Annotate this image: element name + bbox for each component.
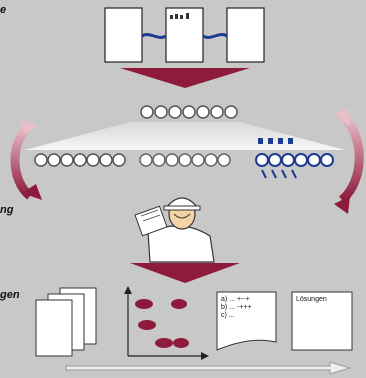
label-lower-left: gen xyxy=(0,289,20,301)
left-cycle-arrow xyxy=(10,122,34,200)
result-line-c: c) ... xyxy=(221,312,235,319)
label-top-left: e xyxy=(0,4,7,16)
down-arrow-2 xyxy=(130,263,240,283)
bottom-arrow xyxy=(65,361,352,375)
solutions-title: Lösungen xyxy=(296,296,327,303)
result-lines: a) ... +--+ b) ... -+++ c) ... xyxy=(221,296,252,320)
chain-top xyxy=(140,105,238,119)
solutions-page-shape xyxy=(291,291,353,351)
label-middle-left: ng xyxy=(0,204,14,216)
cluster-chart xyxy=(124,286,209,360)
top-document-boxes xyxy=(104,7,265,63)
result-line-b: b) ... -+++ xyxy=(221,304,252,311)
chain-left xyxy=(34,153,126,167)
funnel xyxy=(25,122,345,150)
result-line-a: a) ... +--+ xyxy=(221,296,250,303)
chain-middle xyxy=(139,153,231,167)
right-cycle-arrow xyxy=(338,112,364,204)
down-arrow-1 xyxy=(120,68,250,88)
chain-right-blue xyxy=(255,138,334,179)
result-page xyxy=(216,291,277,351)
stacked-pages xyxy=(35,287,97,357)
engineer-figure xyxy=(134,197,215,263)
